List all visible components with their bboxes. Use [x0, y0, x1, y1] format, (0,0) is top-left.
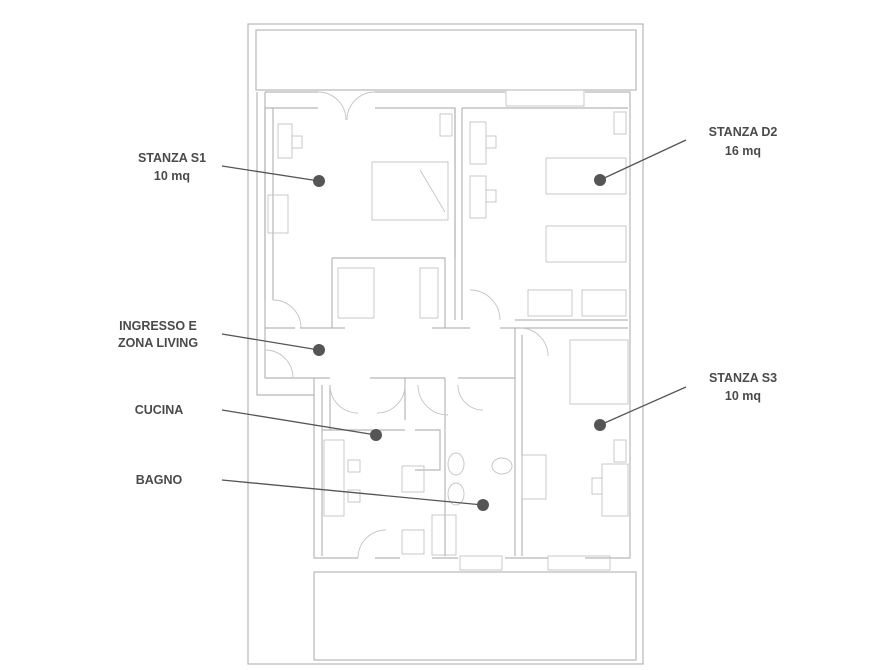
label-living-area: ZONA LIVING [118, 336, 198, 350]
building-outline [247, 23, 644, 665]
room-labels: STANZA S1 10 mq STANZA D2 16 mq INGRESSO… [118, 125, 777, 487]
label-s1-name: STANZA S1 [138, 151, 206, 165]
furniture [267, 111, 629, 556]
room-markers [221, 139, 687, 511]
label-living-name: INGRESSO E [119, 319, 197, 333]
marker-dot-cucina [370, 429, 382, 441]
marker-dot-s3 [594, 419, 606, 431]
marker-dot-s1 [313, 175, 325, 187]
apartment-walls [256, 89, 631, 571]
label-cucina: CUCINA [135, 403, 184, 417]
marker-dot-living [313, 344, 325, 356]
leader-line-s1 [221, 165, 320, 182]
leader-line-cucina [221, 409, 377, 436]
leader-line-living [221, 333, 320, 351]
label-s1-area: 10 mq [154, 169, 190, 183]
label-d2-name: STANZA D2 [709, 125, 778, 139]
label-s3-name: STANZA S3 [709, 371, 777, 385]
leader-line-d2 [599, 139, 687, 181]
leader-line-s3 [599, 386, 687, 426]
leader-line-bagno [221, 479, 484, 506]
label-s3-area: 10 mq [725, 389, 761, 403]
label-bagno: BAGNO [136, 473, 183, 487]
marker-dot-d2 [594, 174, 606, 186]
marker-dot-bagno [477, 499, 489, 511]
label-d2-area: 16 mq [725, 144, 761, 158]
